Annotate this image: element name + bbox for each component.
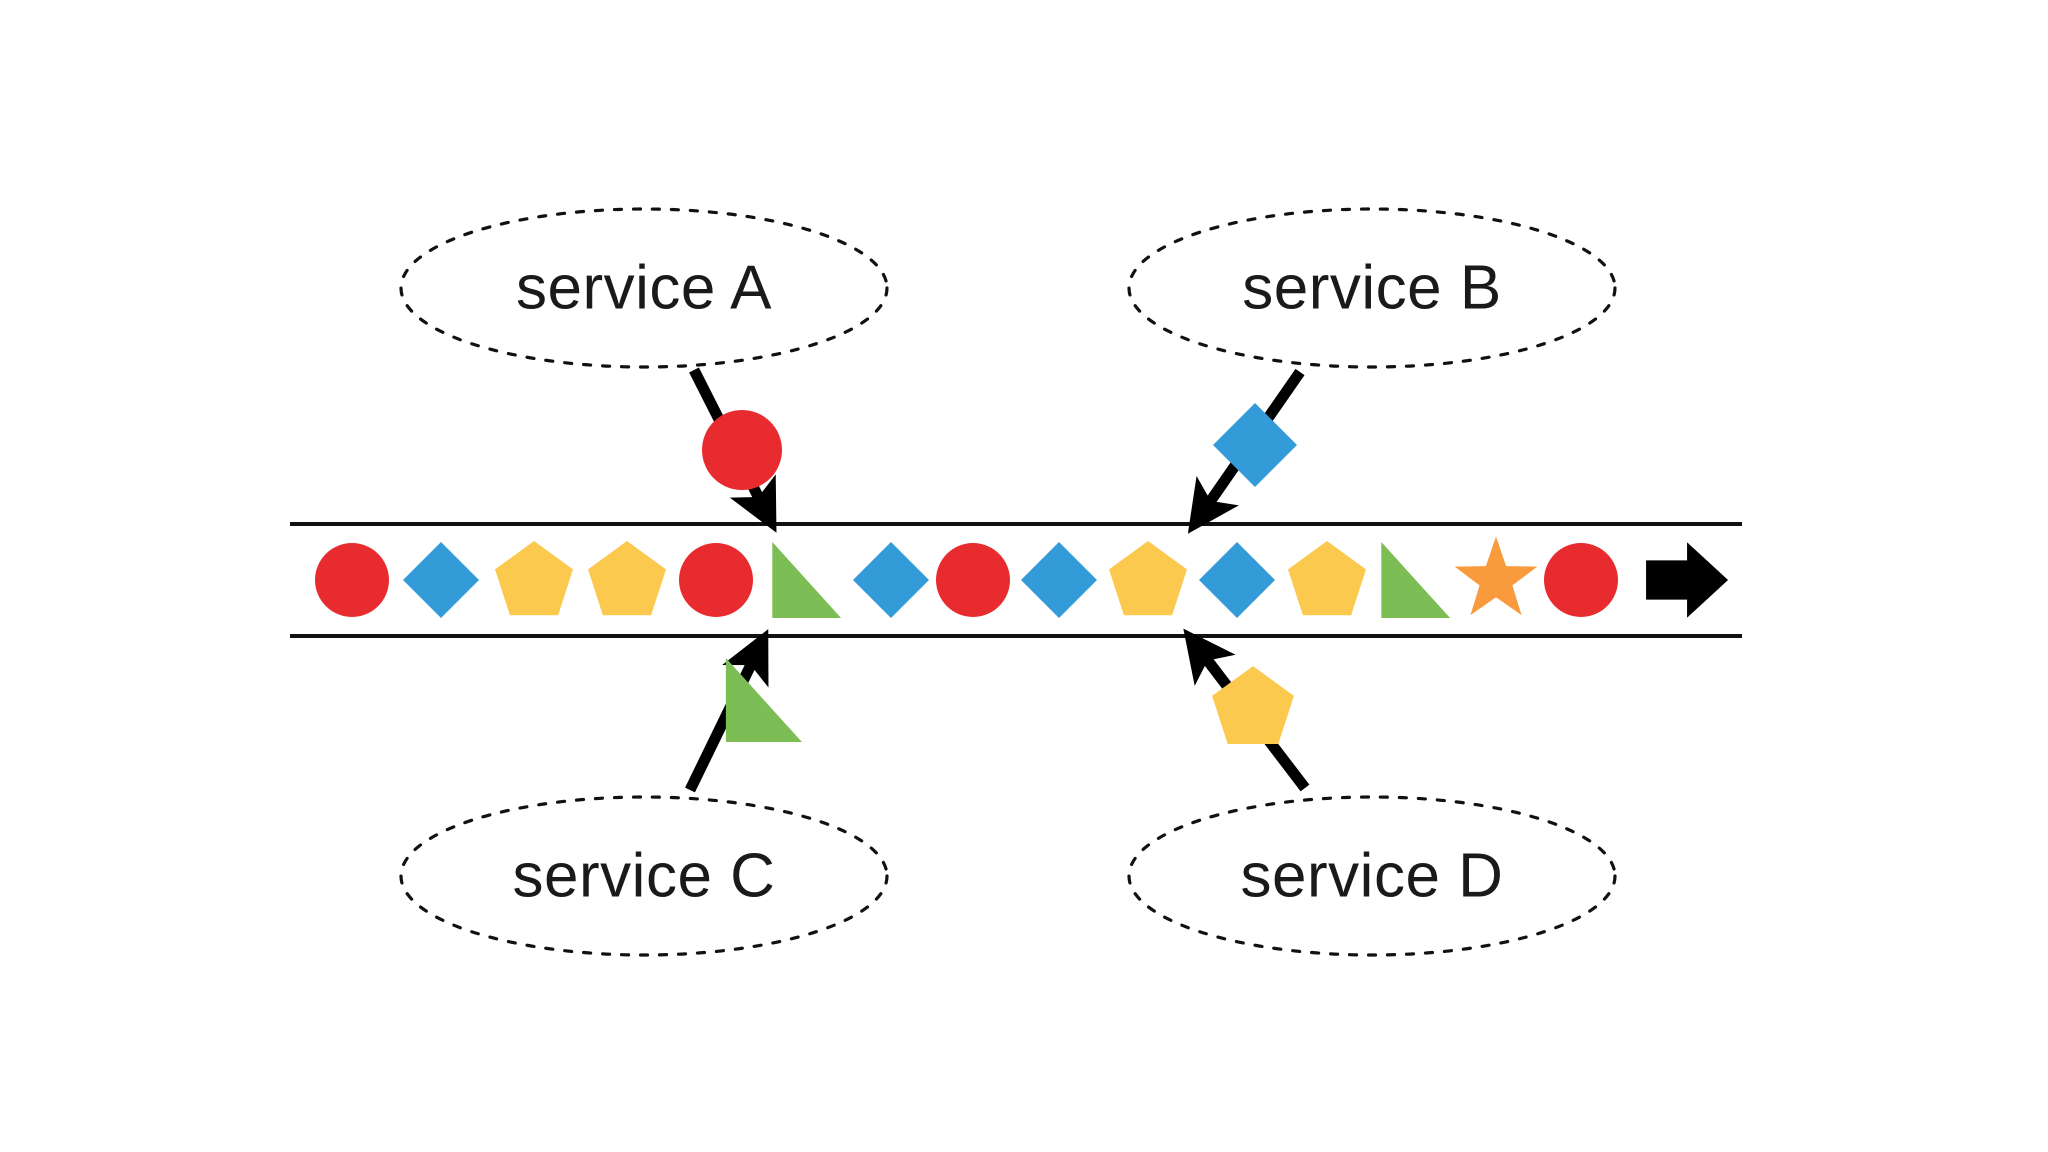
stream-event-diamond-9 bbox=[1021, 542, 1097, 618]
service-ellipse-a bbox=[399, 207, 889, 369]
stream-event-circle-1 bbox=[315, 543, 389, 617]
service-node-d[interactable]: service D bbox=[1127, 628, 1617, 957]
service-label-c: service C bbox=[513, 841, 776, 910]
stream-event-star-14 bbox=[1454, 536, 1538, 616]
emitted-event-triangle-c bbox=[725, 658, 802, 742]
service-ellipse-b bbox=[1127, 207, 1617, 369]
stream-event-circle-15 bbox=[1544, 543, 1618, 617]
stream-event-circle-8 bbox=[936, 543, 1010, 617]
service-label-a: service A bbox=[516, 253, 772, 322]
emitted-event-pentagon-d bbox=[1212, 666, 1294, 744]
service-ellipse-d bbox=[1127, 795, 1617, 957]
emitted-event-circle-a bbox=[702, 410, 782, 490]
stream-event-triangle-13 bbox=[1381, 542, 1451, 618]
stream-events bbox=[315, 536, 1729, 618]
stream-event-diamond-2 bbox=[403, 542, 479, 618]
stream-event-circle-5 bbox=[679, 543, 753, 617]
service-node-b[interactable]: service B bbox=[1127, 207, 1617, 534]
service-label-d: service D bbox=[1241, 841, 1504, 910]
stream-pipe bbox=[290, 522, 1742, 638]
stream-event-pentagon-3 bbox=[495, 541, 573, 616]
stream-event-pentagon-10 bbox=[1109, 541, 1187, 616]
stream-event-pentagon-4 bbox=[588, 541, 666, 616]
service-node-c[interactable]: service C bbox=[399, 629, 889, 957]
service-ellipse-c bbox=[399, 795, 889, 957]
stream-event-pentagon-12 bbox=[1288, 541, 1366, 616]
stream-event-diamond-7 bbox=[853, 542, 929, 618]
stream-event-triangle-6 bbox=[772, 542, 842, 618]
service-node-a[interactable]: service A bbox=[399, 207, 889, 533]
service-label-b: service B bbox=[1242, 253, 1501, 322]
service-nodes: service A service B service C service D bbox=[399, 207, 1617, 957]
stream-direction-arrow bbox=[1646, 542, 1729, 618]
stream-event-diamond-11 bbox=[1199, 542, 1275, 618]
emitted-event-diamond-b bbox=[1213, 403, 1297, 487]
